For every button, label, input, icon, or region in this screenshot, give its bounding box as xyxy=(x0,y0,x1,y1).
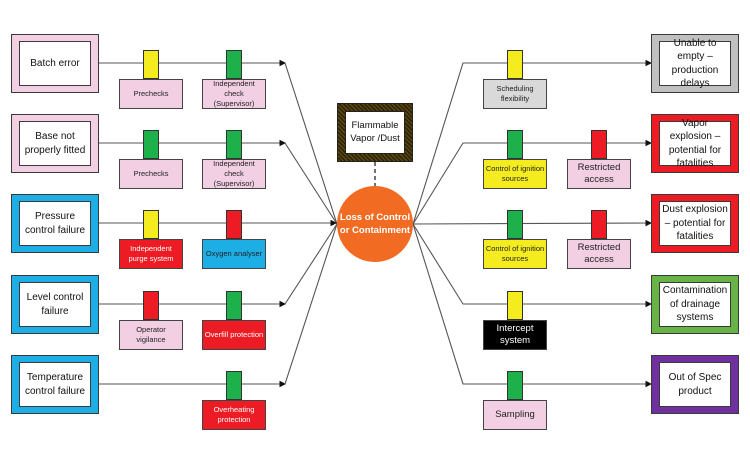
mitigation-barrier-indicator xyxy=(507,130,523,159)
cause-fan-line xyxy=(284,142,338,225)
consequence-box-2[interactable]: Vapor explosion – potential for fataliti… xyxy=(651,114,739,173)
consequence-line xyxy=(412,223,653,308)
mitigation-barrier-indicator xyxy=(507,50,523,79)
cause-fan-line xyxy=(284,223,338,385)
prevention-barrier[interactable]: Independent check (Supervisor) xyxy=(202,159,266,189)
prevention-barrier[interactable]: Overheating protection xyxy=(202,400,266,430)
mitigation-barrier-indicator xyxy=(507,210,523,239)
prevention-barrier-indicator xyxy=(143,291,159,320)
mitigation-barrier-indicator xyxy=(507,371,523,400)
consequence-box-5[interactable]: Out of Spec product xyxy=(651,355,739,414)
prevention-barrier-indicator xyxy=(226,210,242,239)
consequence-box-3-label: Dust explosion – potential for fatalitie… xyxy=(659,201,731,246)
consequence-box-2-label: Vapor explosion – potential for fataliti… xyxy=(659,118,731,169)
prevention-barrier[interactable]: Operator vigilance xyxy=(119,320,183,350)
consequence-line xyxy=(412,219,653,227)
prevention-barrier-indicator xyxy=(226,371,242,400)
consequence-box-1[interactable]: Unable to empty – production delays xyxy=(651,34,739,93)
mitigation-barrier-indicator xyxy=(507,291,523,320)
prevention-barrier[interactable]: Independent purge system xyxy=(119,239,183,269)
cause-box-2-label: Base not properly fitted xyxy=(19,121,91,166)
prevention-barrier-indicator xyxy=(143,210,159,239)
mitigation-barrier[interactable]: Control of ignition sources xyxy=(483,239,547,269)
prevention-barrier[interactable]: Overfill protection xyxy=(202,320,266,350)
cause-box-1-label: Batch error xyxy=(19,41,91,86)
consequence-line xyxy=(412,59,653,225)
cause-fan-line xyxy=(284,223,338,305)
hazard-label: Flammable Vapor /Dust xyxy=(345,111,405,154)
prevention-barrier[interactable]: Independent check (Supervisor) xyxy=(202,79,266,109)
cause-box-2[interactable]: Base not properly fitted xyxy=(11,114,99,173)
prevention-barrier-indicator xyxy=(226,130,242,159)
cause-box-3-label: Pressure control failure xyxy=(19,201,91,246)
cause-box-4[interactable]: Level control failure xyxy=(11,275,99,334)
prevention-barrier-indicator xyxy=(143,50,159,79)
consequence-box-4[interactable]: Contamination of drainage systems xyxy=(651,275,739,334)
cause-box-3[interactable]: Pressure control failure xyxy=(11,194,99,253)
mitigation-barrier-indicator xyxy=(591,130,607,159)
prevention-barrier[interactable]: Oxygen analyser xyxy=(202,239,266,269)
prevention-barrier-indicator xyxy=(226,291,242,320)
cause-box-1[interactable]: Batch error xyxy=(11,34,99,93)
mitigation-barrier[interactable]: Control of ignition sources xyxy=(483,159,547,189)
mitigation-barrier[interactable]: Intercept system xyxy=(483,320,547,350)
consequence-box-4-label: Contamination of drainage systems xyxy=(659,282,731,327)
mitigation-barrier[interactable]: Restricted access xyxy=(567,159,631,189)
mitigation-barrier[interactable]: Restricted access xyxy=(567,239,631,269)
cause-box-4-label: Level control failure xyxy=(19,282,91,327)
consequence-line xyxy=(412,139,653,225)
consequence-box-1-label: Unable to empty – production delays xyxy=(659,38,731,89)
prevention-barrier[interactable]: Prechecks xyxy=(119,79,183,109)
consequence-box-5-label: Out of Spec product xyxy=(659,362,731,407)
cause-box-5[interactable]: Temperature control failure xyxy=(11,355,99,414)
cause-box-5-label: Temperature control failure xyxy=(19,362,91,407)
prevention-barrier-indicator xyxy=(226,50,242,79)
prevention-barrier[interactable]: Prechecks xyxy=(119,159,183,189)
top-event-circle[interactable]: Loss of Control or Containment xyxy=(337,186,413,262)
mitigation-barrier[interactable]: Scheduling flexibility xyxy=(483,79,547,109)
consequence-line xyxy=(412,223,653,388)
cause-fan-line xyxy=(284,62,338,225)
hazard-box[interactable]: Flammable Vapor /Dust xyxy=(337,103,413,162)
mitigation-barrier-indicator xyxy=(591,210,607,239)
top-event-label: Loss of Control or Containment xyxy=(339,211,411,236)
consequence-box-3[interactable]: Dust explosion – potential for fatalitie… xyxy=(651,194,739,253)
prevention-barrier-indicator xyxy=(143,130,159,159)
mitigation-barrier[interactable]: Sampling xyxy=(483,400,547,430)
